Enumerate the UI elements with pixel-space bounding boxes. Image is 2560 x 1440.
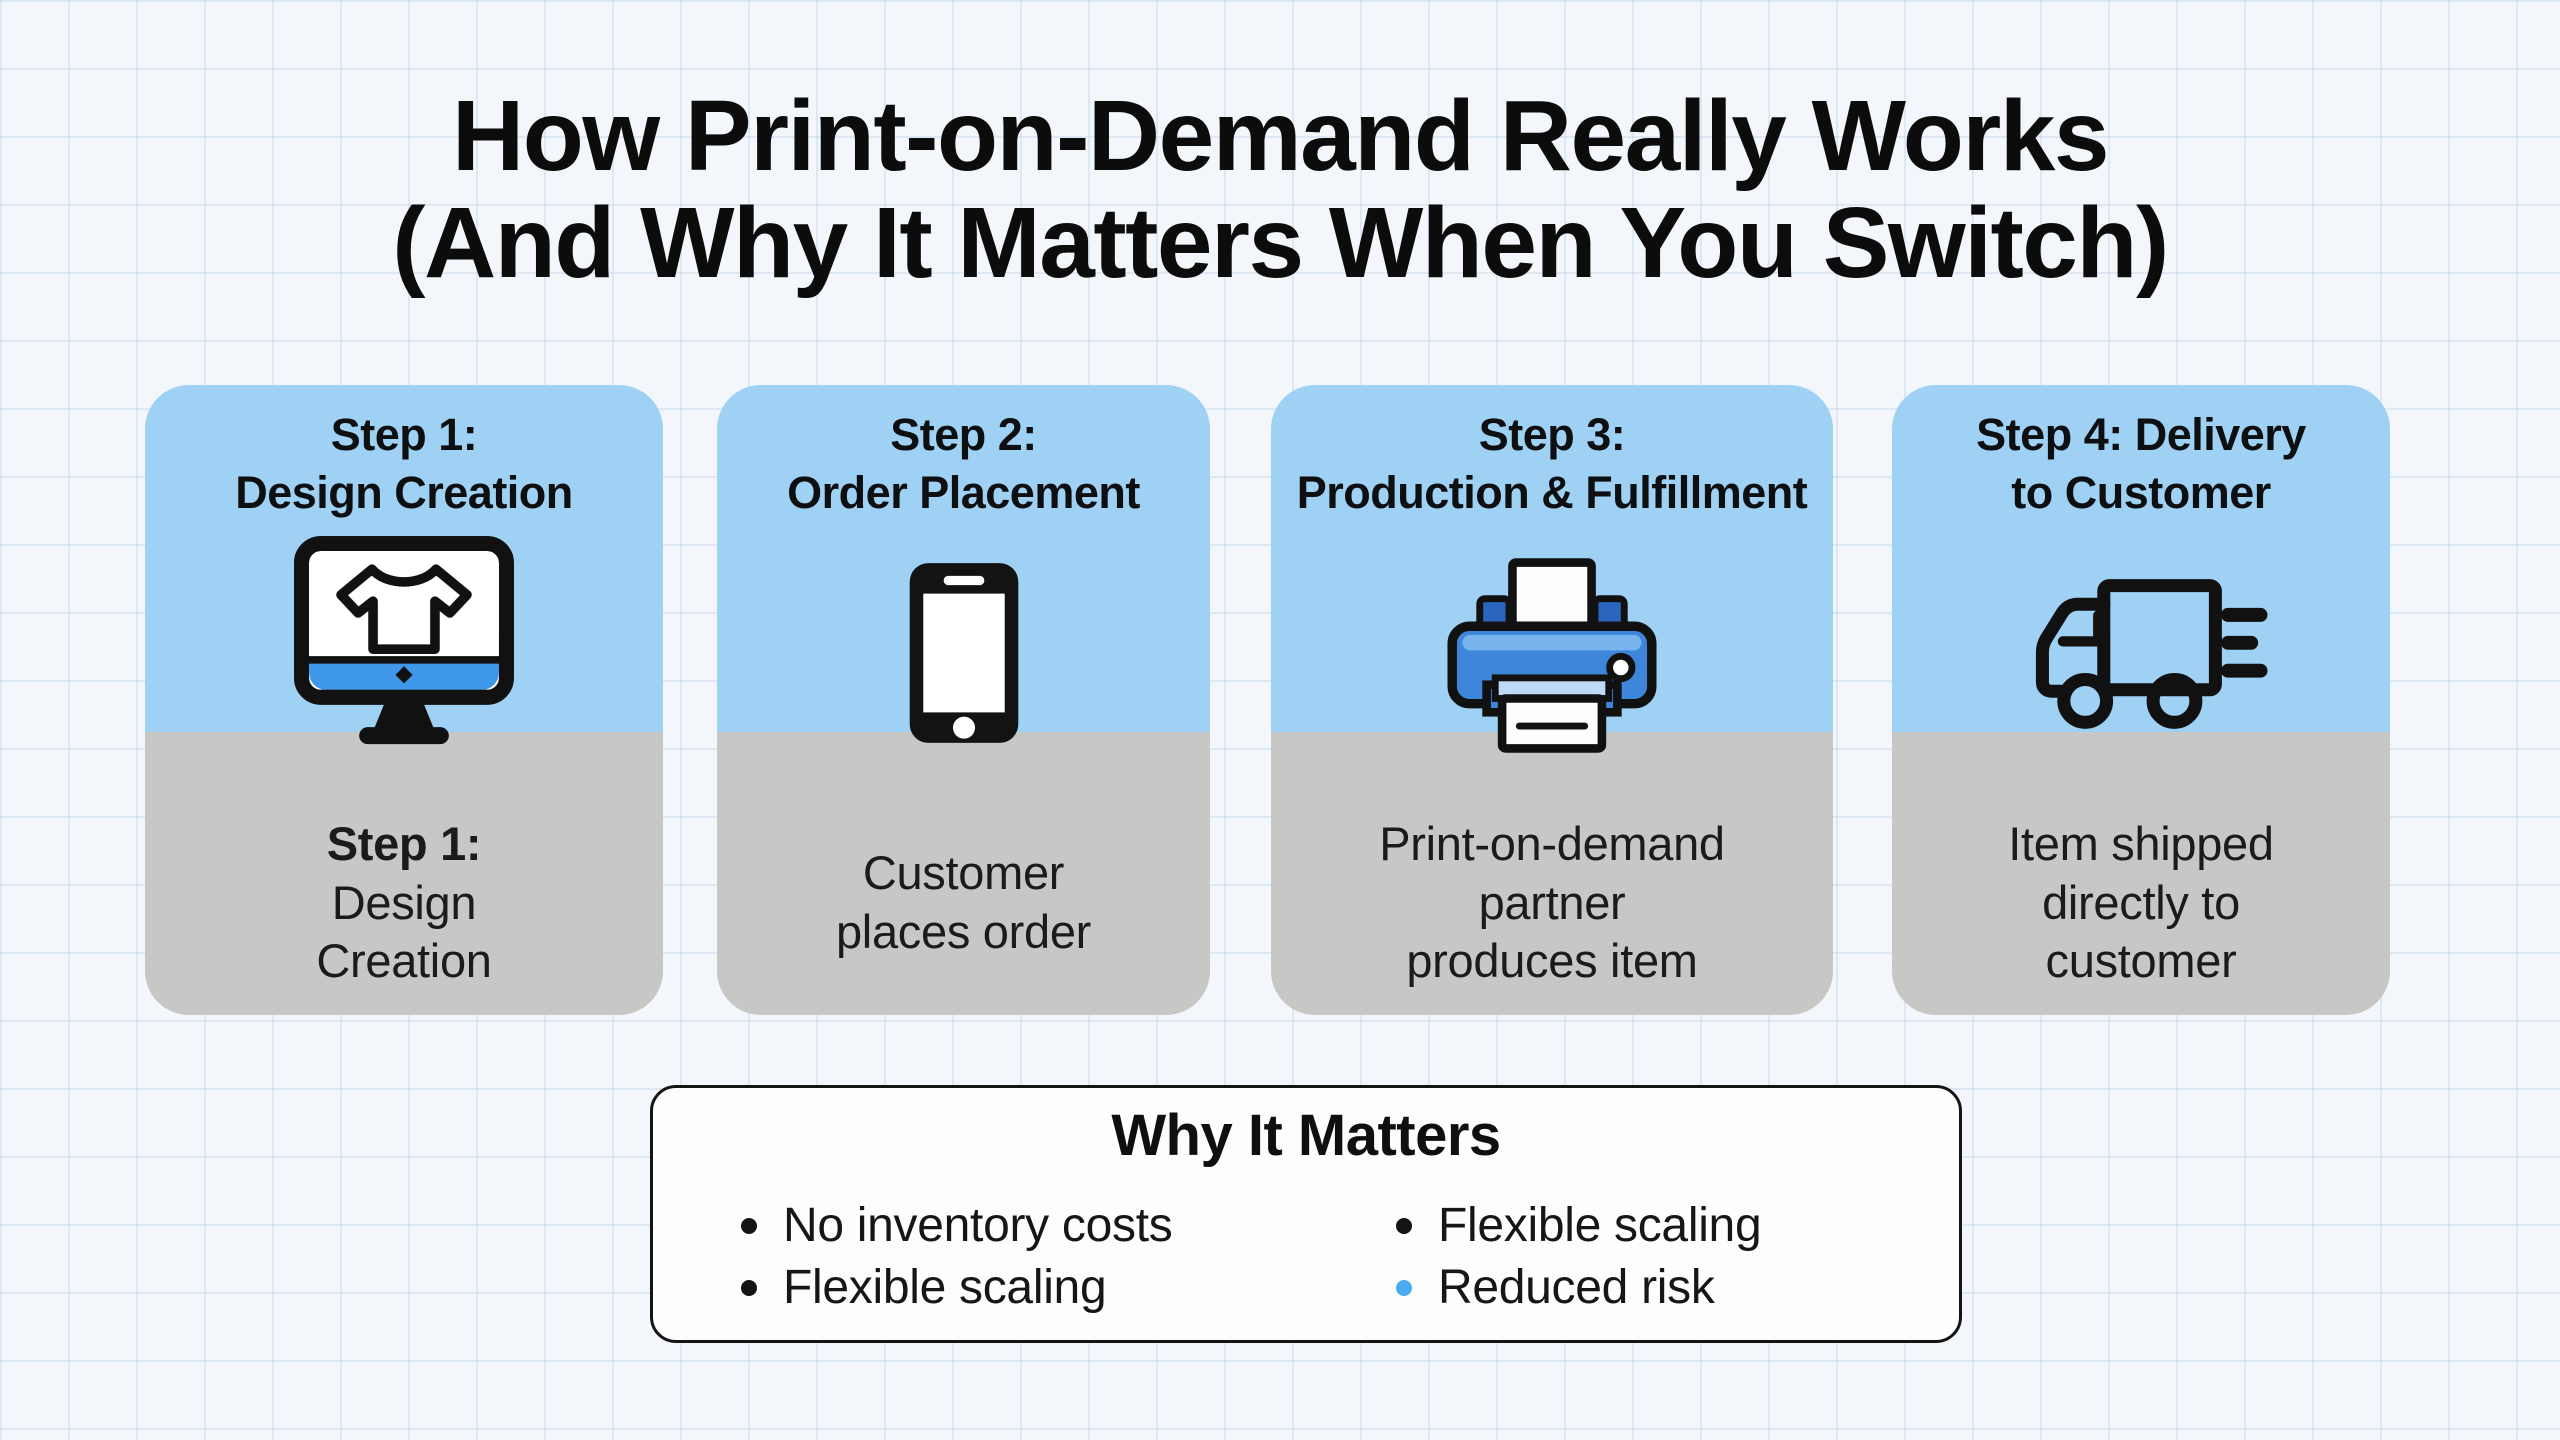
benefit-text: Reduced risk bbox=[1438, 1261, 1715, 1314]
bullet-dot bbox=[741, 1218, 757, 1234]
benefits-column-left: No inventory costs Flexible scaling bbox=[741, 1195, 1396, 1319]
step-2-caption-text: Customer places order bbox=[835, 846, 1092, 958]
step-1-bottom-panel: Step 1:Design Creation bbox=[145, 732, 663, 1015]
step-2-top-panel: Step 2: Order Placement bbox=[717, 385, 1210, 732]
benefit-text: Flexible scaling bbox=[783, 1261, 1107, 1314]
benefit-item: No inventory costs bbox=[741, 1195, 1396, 1257]
step-1-caption-text: Design Creation bbox=[316, 875, 492, 987]
bullet-dot bbox=[1396, 1218, 1412, 1234]
step-card-2: Step 2: Order Placement Customer places … bbox=[717, 385, 1210, 1015]
step-4-header: Step 4: Delivery to Customer bbox=[1976, 409, 2306, 518]
benefit-item: Flexible scaling bbox=[1396, 1195, 1762, 1257]
benefit-text: Flexible scaling bbox=[1438, 1199, 1762, 1252]
step-card-3: Step 3: Production & Fulfillment Print-o… bbox=[1271, 385, 1833, 1015]
bullet-dot bbox=[741, 1280, 757, 1296]
step-4-caption-text: Item shipped directly to customer bbox=[2008, 817, 2274, 987]
bullet-dot bbox=[1396, 1280, 1412, 1296]
steps-row: Step 1: Design Creation Step 1:Design Cr… bbox=[145, 385, 2390, 1015]
benefit-item: Flexible scaling bbox=[741, 1257, 1396, 1319]
why-it-matters-title: Why It Matters bbox=[1111, 1103, 1501, 1168]
monitor-tshirt-icon bbox=[294, 536, 514, 745]
step-2-bottom-panel: Customer places order bbox=[717, 732, 1210, 1015]
step-card-4: Step 4: Delivery to Customer Item shippe… bbox=[1892, 385, 2390, 1015]
step-3-bottom-panel: Print-on-demand partner produces item bbox=[1271, 732, 1833, 1015]
step-2-caption: Customer places order bbox=[836, 786, 1091, 961]
smartphone-icon bbox=[909, 563, 1018, 743]
step-4-bottom-panel: Item shipped directly to customer bbox=[1892, 732, 2390, 1015]
step-1-caption-bold: Step 1: bbox=[326, 817, 482, 871]
step-3-caption-text: Print-on-demand partner produces item bbox=[1379, 817, 1725, 987]
step-3-header: Step 3: Production & Fulfillment bbox=[1296, 409, 1808, 518]
delivery-truck-icon bbox=[2035, 579, 2268, 729]
step-2-header: Step 2: Order Placement bbox=[787, 409, 1140, 518]
page-title: How Print-on-Demand Really Works (And Wh… bbox=[392, 80, 2169, 299]
step-1-top-panel: Step 1: Design Creation bbox=[145, 385, 663, 732]
printer-icon bbox=[1447, 558, 1657, 753]
step-card-1: Step 1: Design Creation Step 1:Design Cr… bbox=[145, 385, 663, 1015]
benefit-text: No inventory costs bbox=[783, 1199, 1173, 1252]
why-it-matters-box: Why It Matters No inventory costs Flexib… bbox=[650, 1085, 1962, 1343]
step-3-caption: Print-on-demand partner produces item bbox=[1379, 757, 1725, 990]
step-1-header: Step 1: Design Creation bbox=[235, 409, 573, 518]
step-4-caption: Item shipped directly to customer bbox=[2008, 757, 2274, 990]
benefits-column-right: Flexible scaling Reduced risk bbox=[1396, 1195, 1762, 1319]
step-4-top-panel: Step 4: Delivery to Customer bbox=[1892, 385, 2390, 732]
benefit-item: Reduced risk bbox=[1396, 1257, 1761, 1319]
step-1-caption: Step 1:Design Creation bbox=[316, 757, 492, 990]
why-it-matters-columns: No inventory costs Flexible scaling Flex… bbox=[653, 1195, 1959, 1319]
